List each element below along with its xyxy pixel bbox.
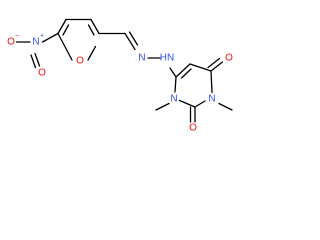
bond-c4-o4-double [207, 57, 221, 69]
bond-n1-methyl [155, 102, 170, 111]
bond-ch-imine-n-double [128, 31, 139, 46]
bond-nitro-n-o-bottom [34, 52, 41, 67]
bond-c5-nitro-n [41, 32, 59, 43]
atom-ring-n1: N [170, 94, 177, 105]
bond-c6-c5 [175, 63, 191, 78]
charge-nitro-n: + [40, 33, 44, 40]
atom-carbonyl-o2: O [189, 123, 197, 134]
molecule-structure: O N + O − O N HN N N O O [7, 18, 233, 134]
bond-furan-c2-c3 [90, 18, 100, 35]
bond-c4-n3 [210, 70, 213, 94]
bond-ch-imine-n [124, 32, 136, 51]
atom-furan-o: O [76, 56, 84, 67]
atom-ring-n3: N [208, 94, 215, 105]
atom-nitro-o-bottom: O [38, 68, 46, 79]
bond-furan-c4-c5 [57, 18, 67, 35]
atom-labels: O N + O − O N HN N N O O [7, 33, 233, 134]
bond-n3-c2 [194, 100, 206, 108]
bond-n1-c6 [174, 76, 177, 93]
bond-c2-n1 [178, 99, 196, 108]
bond-nh-c6 [169, 67, 177, 78]
bond-nitro-n-o-bottom-double [30, 54, 37, 69]
bond-c5-c4 [189, 63, 212, 72]
atom-nitro-n: N [32, 37, 39, 48]
bond-furan-c4-c5-double [62, 24, 70, 36]
bond-n3-methyl [218, 102, 233, 111]
bonds [15, 18, 233, 123]
bond-c4-o4 [210, 61, 224, 72]
bond-furan-o-c2 [87, 45, 97, 61]
atom-carbonyl-o4: O [225, 53, 233, 64]
atom-nitro-o-top: O [7, 37, 15, 48]
atom-imine-n: N [138, 53, 145, 64]
charge-nitro-o-top: − [15, 33, 19, 40]
bond-furan-c2-c3-double [87, 24, 95, 36]
bond-furan-c5-o [57, 32, 73, 61]
bond-c6-c5-double [180, 68, 192, 79]
atom-hydrazine-nh: HN [160, 53, 174, 64]
